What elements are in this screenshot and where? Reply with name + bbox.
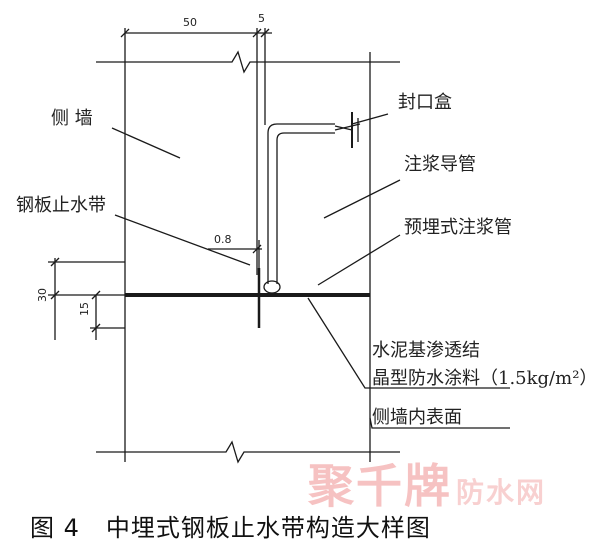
watermark-brand: 聚千牌: [308, 459, 452, 513]
label-embedded-grout-pipe: 预埋式注浆管: [404, 217, 512, 238]
figure-number: 图 4: [30, 514, 80, 542]
label-grout-guide-pipe: 注浆导管: [404, 154, 476, 175]
leader-grout-guide: [323, 179, 401, 219]
dimension-5: 5: [258, 12, 265, 25]
leader-embedded-pipe: [317, 234, 401, 286]
leader-inner-surface: [369, 417, 510, 429]
dimension-0-8: 0.8: [214, 233, 232, 246]
leader-steel-waterstop: [114, 214, 251, 266]
dimension-15: 15: [78, 302, 91, 316]
label-steel-waterstop: 钢板止水带: [16, 195, 106, 216]
leader-seal-box: [351, 113, 389, 125]
figure-caption: 图 4 中埋式钢板止水带构造大样图: [30, 508, 431, 543]
watermark-site: 防水网: [456, 476, 547, 509]
leader-side-wall: [111, 127, 181, 159]
label-coating-line2: 晶型防水涂料（1.5kg/m²）: [372, 368, 597, 389]
watermark-logo: 聚千牌防水网: [308, 450, 546, 516]
label-side-wall: 侧 墙: [51, 108, 93, 129]
label-seal-box: 封口盒: [398, 92, 452, 113]
dimension-50: 50: [183, 16, 197, 29]
seal-box-symbol: [334, 112, 361, 148]
top-break-line: [96, 50, 400, 74]
leader-coating: [307, 297, 510, 389]
figure-title: 中埋式钢板止水带构造大样图: [105, 514, 431, 542]
bottom-break-line: [96, 440, 400, 464]
grout-guide-pipe: [267, 123, 335, 284]
embedded-grout-pipe: [263, 280, 281, 294]
dimension-30: 30: [36, 288, 49, 302]
waterstop-detail-drawing: 侧 墙 钢板止水带 封口盒 注浆导管 预埋式注浆管 水泥基渗透结 晶型防水涂料（…: [16, 12, 597, 464]
label-coating-line1: 水泥基渗透结: [372, 340, 480, 361]
label-inner-surface: 侧墙内表面: [372, 407, 462, 428]
